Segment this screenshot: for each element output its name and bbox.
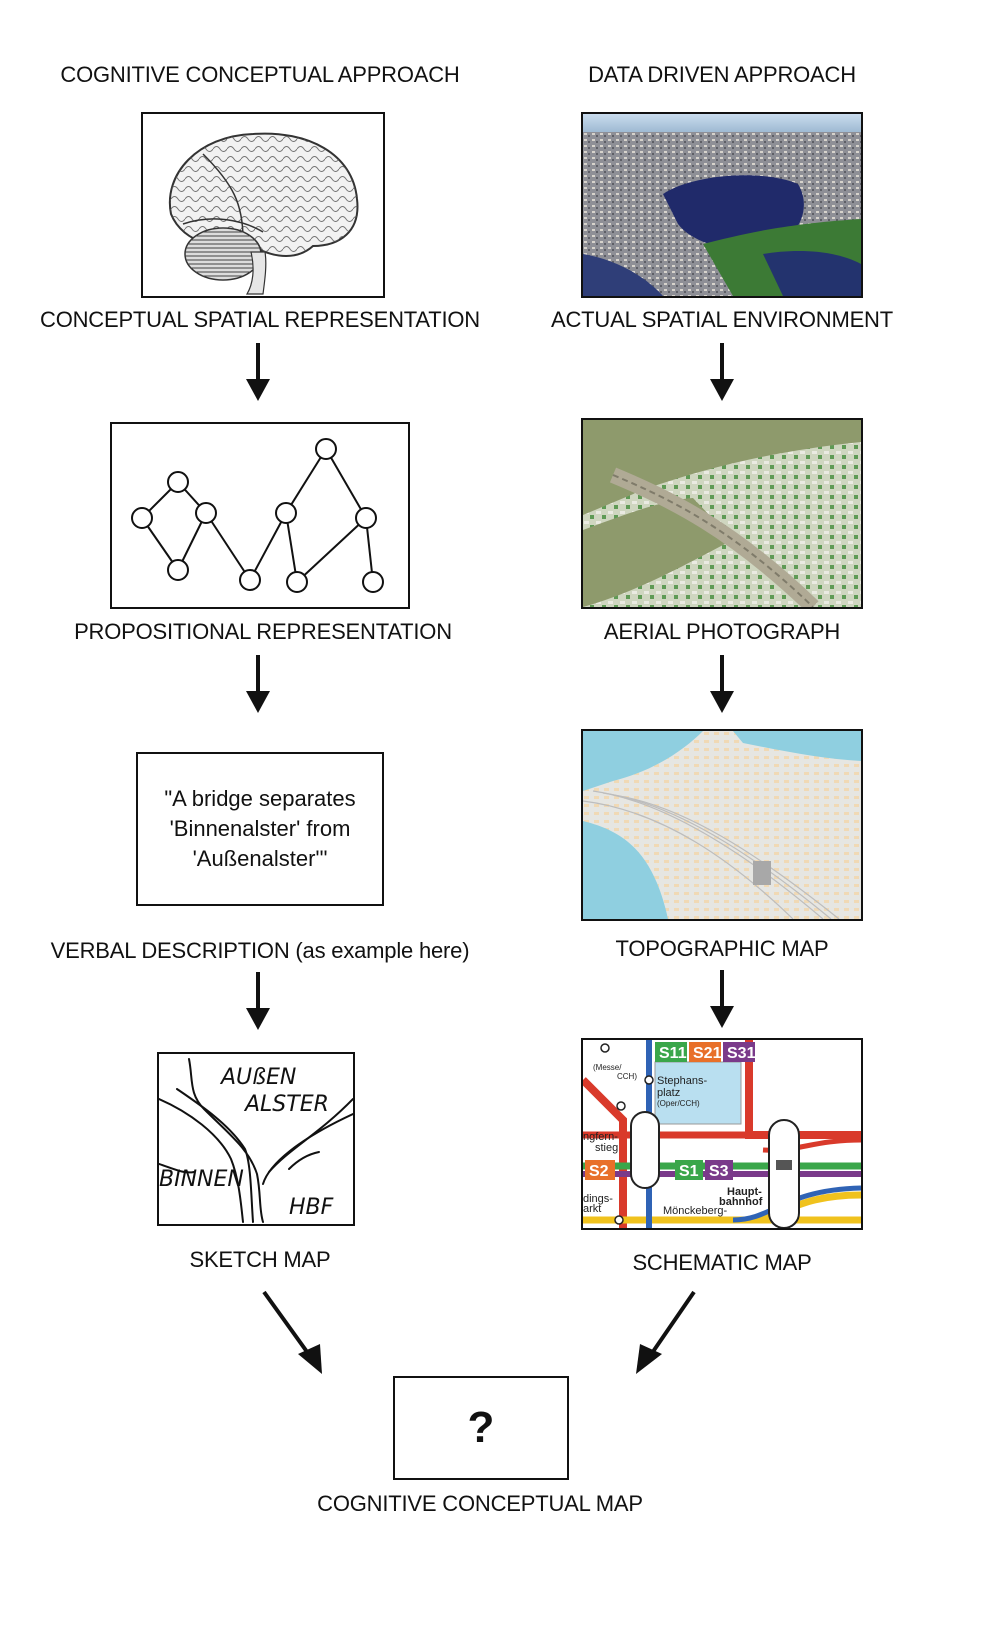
- verbal-line-3: 'Außenalster'": [192, 846, 328, 871]
- badge-s21: S21: [693, 1045, 722, 1062]
- arrow-down-2-left: [246, 655, 270, 713]
- topographic-map: [581, 729, 863, 921]
- verbal-description-box: "A bridge separates 'Binnenalster' from …: [136, 752, 384, 906]
- actual-spatial-environment-label: ACTUAL SPATIAL ENVIRONMENT: [551, 307, 893, 332]
- brain-illustration: [141, 112, 385, 298]
- sketch-label-aussen: AUßEN: [219, 1065, 296, 1090]
- left-column-heading: COGNITIVE CONCEPTUAL APPROACH: [60, 62, 460, 87]
- label-stieg: stieg: [595, 1142, 618, 1154]
- station-jungfernstieg-marker: [630, 1111, 660, 1189]
- label-cch: CCH): [617, 1072, 637, 1081]
- sketch-label-binnen: BINNEN: [159, 1167, 244, 1192]
- verbal-description-label: VERBAL DESCRIPTION (as example here): [50, 938, 470, 963]
- label-bahnhof: bahnhof: [719, 1196, 763, 1208]
- right-column-heading: DATA DRIVEN APPROACH: [588, 62, 856, 87]
- schematic-map: S11 S21 S31 S2 S1 S3 (Messe/ CCH) Stepha…: [581, 1038, 863, 1230]
- city-photo: [581, 112, 863, 298]
- sketch-label-alster: ALSTER: [243, 1092, 329, 1117]
- propositional-representation-label: PROPOSITIONAL REPRESENTATION: [74, 619, 452, 644]
- label-oper-cch: (Oper/CCH): [657, 1099, 700, 1108]
- arrow-down-1-left: [246, 343, 270, 401]
- question-mark: ?: [467, 1403, 495, 1452]
- sketch-map: AUßEN ALSTER BINNEN HBF: [157, 1052, 355, 1226]
- arrow-down-2-right: [710, 655, 734, 713]
- arrow-down-3-right: [710, 970, 734, 1028]
- badge-s11: S11: [659, 1045, 687, 1062]
- label-platz: platz: [657, 1087, 680, 1099]
- sketch-label-hbf: HBF: [289, 1195, 334, 1220]
- label-markt: arkt: [583, 1203, 601, 1215]
- verbal-line-1: "A bridge separates: [164, 786, 356, 811]
- conceptual-spatial-representation-label: CONCEPTUAL SPATIAL REPRESENTATION: [40, 307, 480, 332]
- cognitive-conceptual-map-label: COGNITIVE CONCEPTUAL MAP: [317, 1491, 643, 1516]
- badge-s1: S1: [679, 1163, 699, 1180]
- schematic-map-label: SCHEMATIC MAP: [632, 1250, 812, 1275]
- label-haupt: Haupt-: [727, 1186, 762, 1198]
- badge-s2: S2: [589, 1163, 609, 1180]
- cognitive-conceptual-map-box: ?: [393, 1376, 569, 1480]
- badge-s3: S3: [709, 1163, 729, 1180]
- arrow-diagonal-right: [636, 1290, 696, 1374]
- aerial-photograph-label: AERIAL PHOTOGRAPH: [603, 619, 841, 644]
- arrow-down-1-right: [710, 343, 734, 401]
- label-dings: dings-: [583, 1193, 613, 1205]
- arrow-diagonal-left: [262, 1290, 322, 1374]
- network-graph-drawing: [131, 438, 384, 593]
- label-messe: (Messe/: [593, 1063, 622, 1072]
- badge-s31: S31: [727, 1045, 756, 1062]
- arrow-down-3-left: [246, 972, 270, 1030]
- topographic-map-label: TOPOGRAPHIC MAP: [615, 936, 829, 961]
- label-stephans: Stephans-: [657, 1075, 707, 1087]
- sketch-map-label: SKETCH MAP: [189, 1247, 331, 1272]
- station-hauptbahnhof-marker: [768, 1119, 800, 1228]
- aerial-photograph: [581, 418, 863, 609]
- label-jungfern: ngfern-: [583, 1131, 618, 1143]
- verbal-line-2: 'Binnenalster' from: [169, 816, 351, 841]
- label-monckeberg: Mönckeberg-: [663, 1205, 728, 1217]
- sketch-map-drawing: AUßEN ALSTER BINNEN HBF: [159, 1058, 353, 1223]
- propositional-graph: [110, 422, 410, 609]
